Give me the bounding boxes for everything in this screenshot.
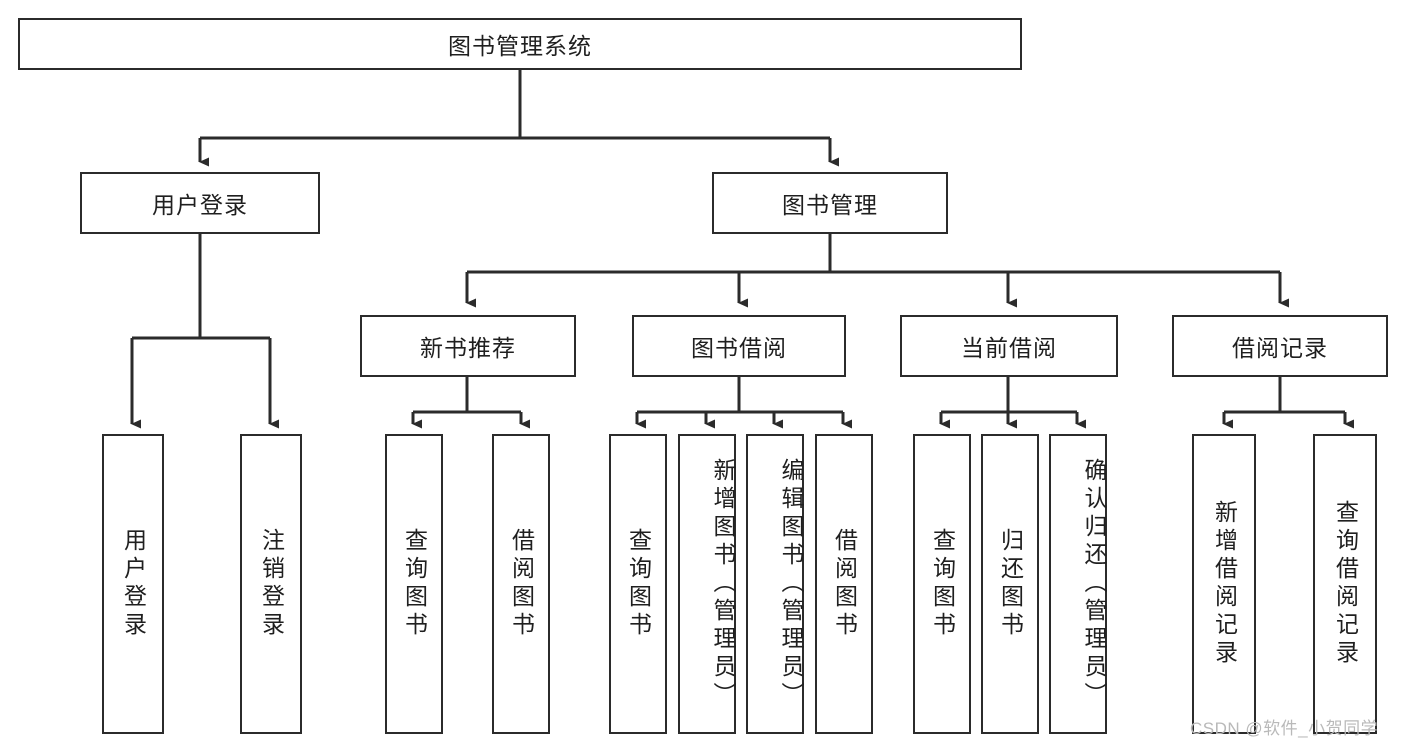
node-book-borrow[interactable]: 图书借阅: [632, 315, 846, 377]
node-label: 查询图书: [401, 528, 428, 640]
leaf-user-login[interactable]: 用户登录: [102, 434, 164, 734]
leaf-add-book-admin[interactable]: 新增图书（管理员）: [678, 434, 736, 734]
leaf-query-book-recommend[interactable]: 查询图书: [385, 434, 443, 734]
node-label: 查询借阅记录: [1332, 500, 1359, 668]
node-label: 编辑图书（管理员）: [778, 458, 804, 710]
node-label: 查询图书: [625, 528, 652, 640]
leaf-edit-book-admin[interactable]: 编辑图书（管理员）: [746, 434, 804, 734]
node-label: 借阅图书: [831, 528, 858, 640]
leaf-logout[interactable]: 注销登录: [240, 434, 302, 734]
node-label: 借阅记录: [1232, 335, 1328, 361]
leaf-return-book[interactable]: 归还图书: [981, 434, 1039, 734]
leaf-borrow-book[interactable]: 借阅图书: [815, 434, 873, 734]
node-new-book-recommend[interactable]: 新书推荐: [360, 315, 576, 377]
node-label: 借阅图书: [508, 528, 535, 640]
node-label: 新增借阅记录: [1211, 500, 1238, 668]
node-label: 当前借阅: [961, 335, 1057, 361]
node-label: 注销登录: [258, 528, 285, 640]
leaf-confirm-return-admin[interactable]: 确认归还（管理员）: [1049, 434, 1107, 734]
node-book-management[interactable]: 图书管理: [712, 172, 948, 234]
node-label: 图书管理系统: [448, 33, 592, 59]
leaf-borrow-book-recommend[interactable]: 借阅图书: [492, 434, 550, 734]
csdn-watermark: CSDN @软件_小贺同学: [1190, 719, 1379, 738]
node-label: 归还图书: [997, 528, 1024, 640]
node-label: 新书推荐: [420, 335, 516, 361]
node-label: 确认归还（管理员）: [1081, 458, 1107, 710]
node-label: 用户登录: [152, 192, 248, 218]
leaf-query-book-borrow[interactable]: 查询图书: [609, 434, 667, 734]
node-label: 图书管理: [782, 192, 878, 218]
leaf-query-borrow-record[interactable]: 查询借阅记录: [1313, 434, 1377, 734]
node-label: 用户登录: [120, 528, 147, 640]
node-label: 图书借阅: [691, 335, 787, 361]
node-borrow-record[interactable]: 借阅记录: [1172, 315, 1388, 377]
node-user-login[interactable]: 用户登录: [80, 172, 320, 234]
node-label: 新增图书（管理员）: [710, 458, 736, 710]
node-label: 查询图书: [929, 528, 956, 640]
leaf-query-book-current[interactable]: 查询图书: [913, 434, 971, 734]
node-current-borrow[interactable]: 当前借阅: [900, 315, 1118, 377]
node-root-system[interactable]: 图书管理系统: [18, 18, 1022, 70]
leaf-add-borrow-record[interactable]: 新增借阅记录: [1192, 434, 1256, 734]
